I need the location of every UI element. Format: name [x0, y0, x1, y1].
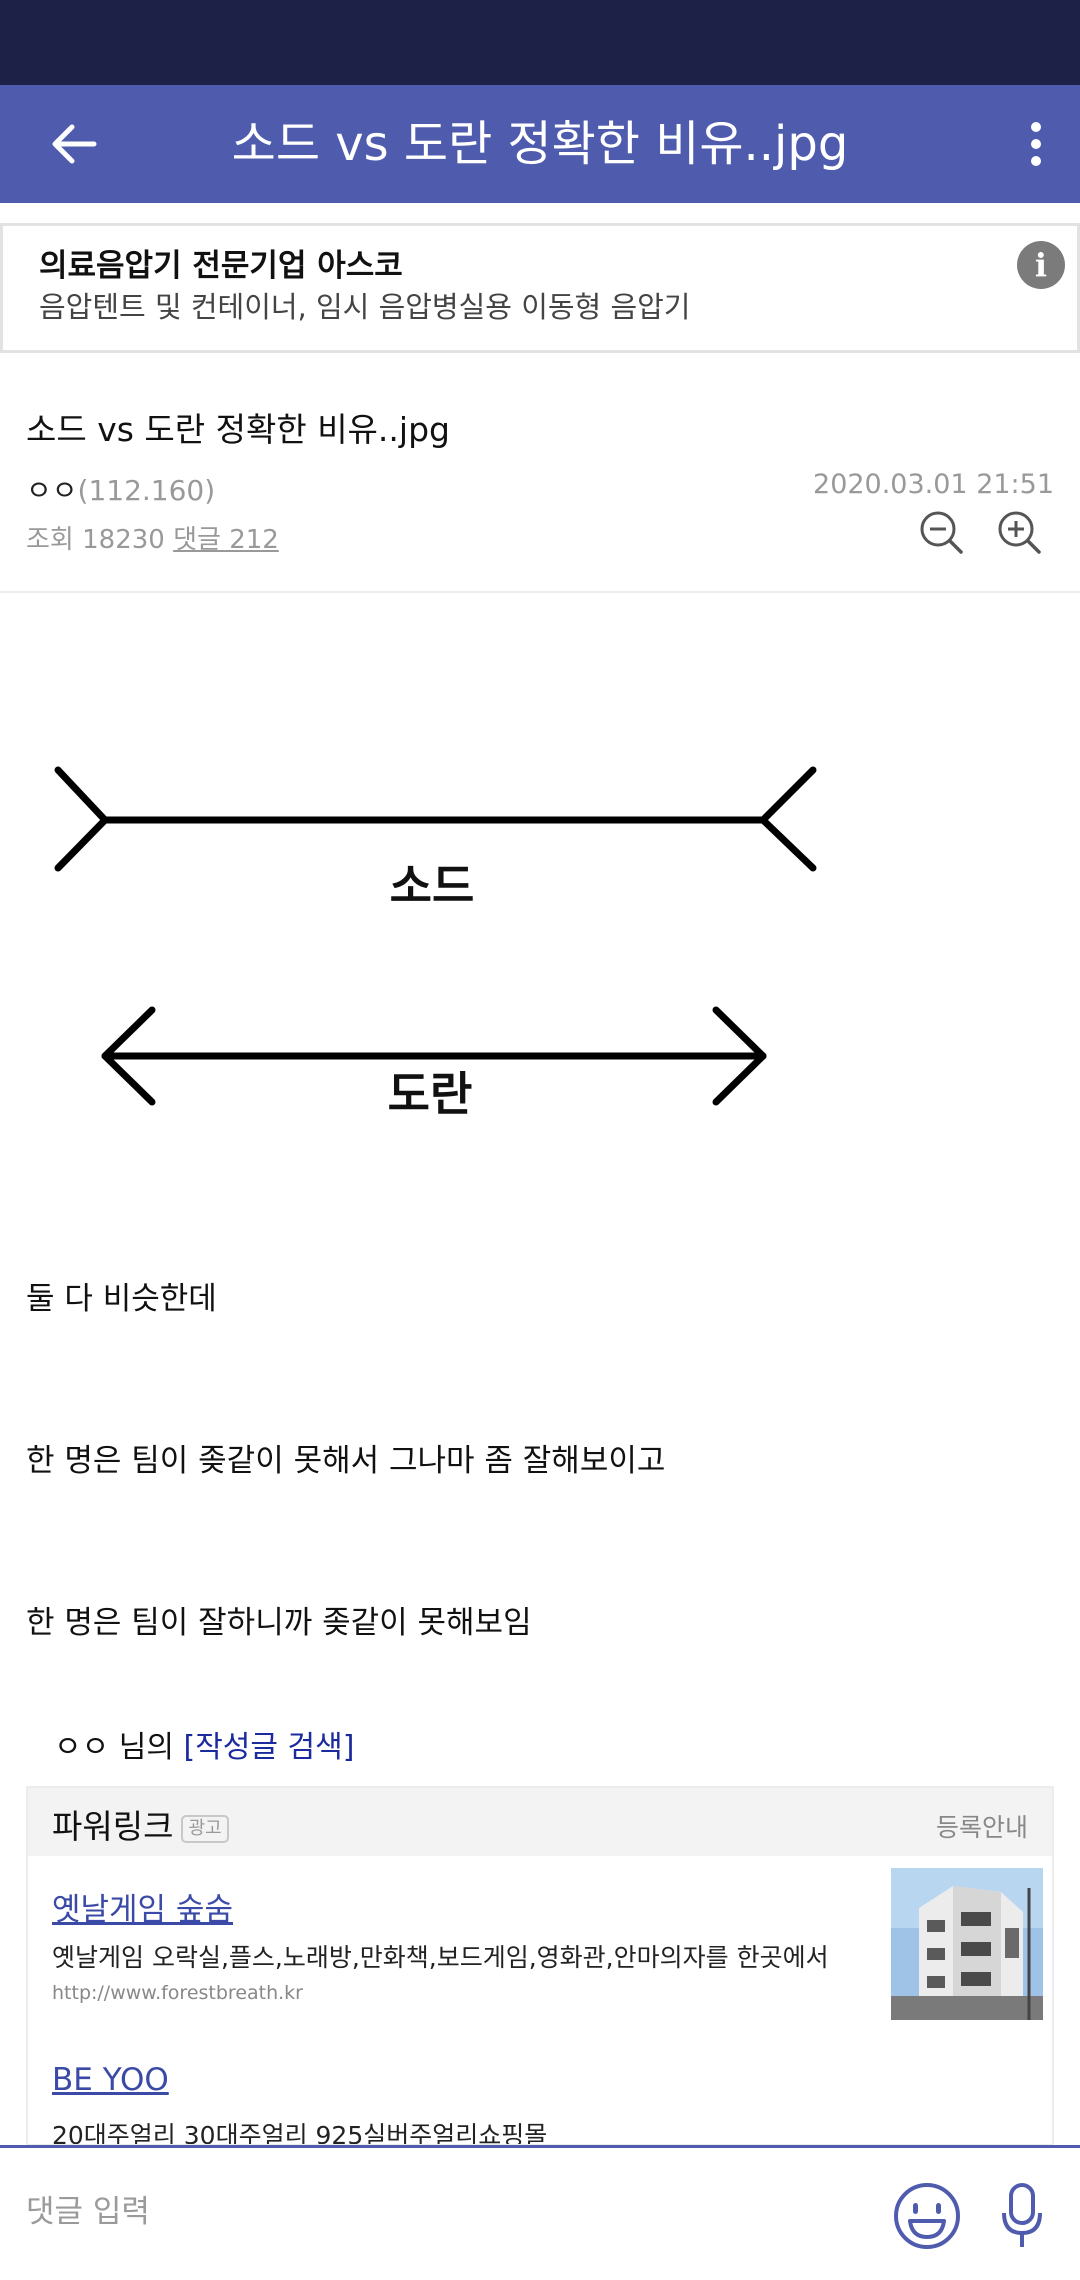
author-search-link[interactable]: [작성글 검색] — [183, 1730, 355, 1765]
author-ip: (112.160) — [77, 474, 216, 507]
register-info-link[interactable]: 등록안내 — [935, 1813, 1028, 1842]
post-author[interactable]: ㅇㅇ(112.160) — [26, 469, 215, 509]
back-arrow-icon[interactable] — [44, 114, 104, 174]
view-count: 조회 18230 — [26, 525, 165, 555]
post-header: 소드 vs 도란 정확한 비유..jpg ㅇㅇ(112.160) 2020.03… — [0, 353, 1080, 593]
zoom-in-icon[interactable] — [996, 509, 1042, 555]
powerlink-item-url[interactable]: http://www.forestbreath.kr — [52, 1982, 303, 2004]
author-search-prefix: ㅇㅇ 님의 — [54, 1730, 184, 1765]
ad-description: 음압텐트 및 컨테이너, 임시 음압병실용 이동형 음압기 — [39, 290, 691, 324]
author-search: ㅇㅇ 님의 [작성글 검색] — [54, 1722, 354, 1766]
powerlink-item-thumbnail[interactable] — [891, 1868, 1043, 2020]
zoom-out-icon[interactable] — [918, 509, 964, 555]
post-body-line: 한 명은 팀이 좆같이 못해서 그나마 좀 잘해보이고 — [26, 1443, 666, 1479]
post-date: 2020.03.01 21:51 — [813, 469, 1054, 500]
ad-banner[interactable]: 의료음압기 전문기업 아스코 음압텐트 및 컨테이너, 임시 음압병실용 이동형… — [0, 223, 1080, 353]
powerlink-item-title[interactable]: 옛날게임 숲숨 — [52, 1892, 233, 1928]
post-image: 소드 도란 — [54, 766, 817, 1121]
comment-count-link[interactable]: 댓글 212 — [173, 525, 279, 555]
outward-arrows-graphic — [54, 766, 817, 872]
post-meta: 조회 18230 댓글 212 — [26, 519, 279, 556]
app-bar: 소드 vs 도란 정확한 비유..jpg — [0, 85, 1080, 203]
ad-title: 의료음압기 전문기업 아스코 — [39, 248, 403, 284]
microphone-icon[interactable] — [1000, 2181, 1044, 2251]
powerlink-item-title[interactable]: BE YOO — [52, 2062, 169, 2098]
post-image-label-top: 소드 — [390, 859, 475, 913]
post-body-line: 한 명은 팀이 잘하니까 좆같이 못해보임 — [26, 1605, 532, 1641]
app-bar-title: 소드 vs 도란 정확한 비유..jpg — [231, 116, 849, 172]
powerlink-item-description: 옛날게임 오락실,플스,노래방,만화책,보드게임,영화관,안마의자를 한곳에서 — [52, 1943, 829, 1972]
status-bar — [0, 0, 1080, 85]
more-vert-icon[interactable] — [1000, 114, 1060, 174]
powerlink-title-text: 파워링크 — [52, 1807, 174, 1846]
info-icon[interactable]: i — [1017, 241, 1065, 289]
emoji-icon[interactable] — [892, 2181, 962, 2251]
ad-badge: 광고 — [181, 1814, 229, 1843]
comment-input[interactable]: 댓글 입력 — [26, 2194, 150, 2230]
post-body-line: 둘 다 비슷한데 — [26, 1281, 217, 1317]
comment-bar: 댓글 입력 — [0, 2145, 1080, 2280]
author-name: ㅇㅇ — [26, 474, 78, 507]
post-title: 소드 vs 도란 정확한 비유..jpg — [26, 410, 450, 449]
post-image-label-bottom: 도란 — [388, 1067, 473, 1121]
powerlink-item-description: 20대주얼리 30대주얼리 925실버주얼리쇼핑몰 — [52, 2121, 548, 2146]
inward-arrows-graphic — [101, 1006, 767, 1106]
